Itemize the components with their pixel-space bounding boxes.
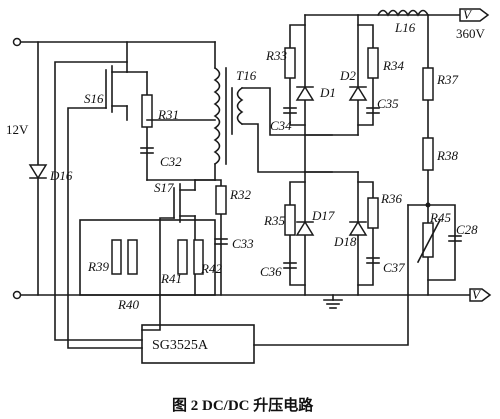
label-s17: S17 (154, 180, 174, 195)
resistor-r41 (177, 239, 188, 275)
output-voltage-label: 360V (456, 26, 486, 41)
label-s16: S16 (84, 91, 104, 106)
diode-d2-symbol (348, 85, 368, 101)
secondary-top-wire (241, 87, 333, 136)
label-d1: D1 (319, 85, 336, 100)
output-terminal-bottom-label: V (472, 287, 482, 302)
secondary-bottom-wire (241, 123, 333, 173)
c28-branch (427, 204, 456, 281)
r45-adjust-arrow (416, 218, 442, 264)
label-d17: D17 (311, 208, 335, 223)
label-r42: R42 (200, 261, 222, 276)
label-r31: R31 (157, 107, 179, 122)
resistor-network-frame (79, 219, 216, 296)
diode-d16-symbol (28, 164, 48, 180)
inductor-l16 (376, 9, 430, 17)
label-r32: R32 (229, 187, 251, 202)
diode-d18-symbol (348, 220, 368, 236)
resistor-r31 (141, 94, 153, 128)
s16-gate-drive-wire (67, 107, 143, 349)
resistor-r34 (367, 47, 379, 79)
label-r39: R39 (87, 259, 109, 274)
resistor-r39 (111, 239, 122, 275)
input-terminal-positive (12, 37, 22, 47)
label-c37: C37 (383, 260, 405, 275)
t16-secondary-winding (236, 86, 244, 126)
label-c34: C34 (270, 118, 292, 133)
label-c28: C28 (456, 222, 478, 237)
resistor-r45 (422, 222, 434, 258)
r36-branch (357, 181, 374, 286)
r32-wire (194, 179, 222, 296)
diode-d1-symbol (295, 85, 315, 101)
label-d2: D2 (339, 68, 356, 83)
label-r34: R34 (382, 58, 404, 73)
label-r38: R38 (436, 148, 458, 163)
label-r37: R37 (436, 72, 458, 87)
feedback-wire (253, 204, 409, 346)
label-r33: R33 (265, 48, 287, 63)
label-r41: R41 (160, 271, 182, 286)
input-terminal-negative (12, 290, 22, 300)
label-d16: D16 (49, 168, 73, 183)
label-r36: R36 (380, 191, 402, 206)
resistor-r40 (127, 239, 138, 275)
output-terminal-top-label: V (463, 7, 473, 22)
resistor-r38 (422, 137, 434, 171)
resistor-r37 (422, 67, 434, 101)
label-c33: C33 (232, 236, 254, 251)
resistor-r42 (193, 239, 204, 275)
controller-ic-label: SG3525A (152, 338, 209, 353)
figure-caption: 图 2 DC/DC 升压电路 (172, 396, 314, 414)
resistor-r32 (215, 185, 227, 215)
label-c32: C32 (160, 154, 182, 169)
diode-d17-symbol (295, 220, 315, 236)
controller-left-link (54, 61, 143, 341)
label-d18: D18 (333, 234, 357, 249)
resistor-r33 (284, 47, 296, 79)
label-r45: R45 (429, 210, 451, 225)
t16-primary-winding (213, 66, 221, 166)
resistor-r36 (367, 197, 379, 229)
output-terminal-bottom (469, 288, 492, 302)
label-l16: L16 (394, 20, 416, 35)
label-c35: C35 (377, 96, 399, 111)
s17-gate-drive-wire (141, 217, 175, 331)
label-r40: R40 (117, 297, 139, 312)
controller-ic (141, 324, 255, 364)
label-12v: 12V (6, 122, 29, 137)
output-terminal-top (459, 8, 490, 22)
label-t16: T16 (236, 68, 257, 83)
label-c36: C36 (260, 264, 282, 279)
resistor-r35 (284, 204, 296, 236)
label-r35: R35 (263, 213, 285, 228)
